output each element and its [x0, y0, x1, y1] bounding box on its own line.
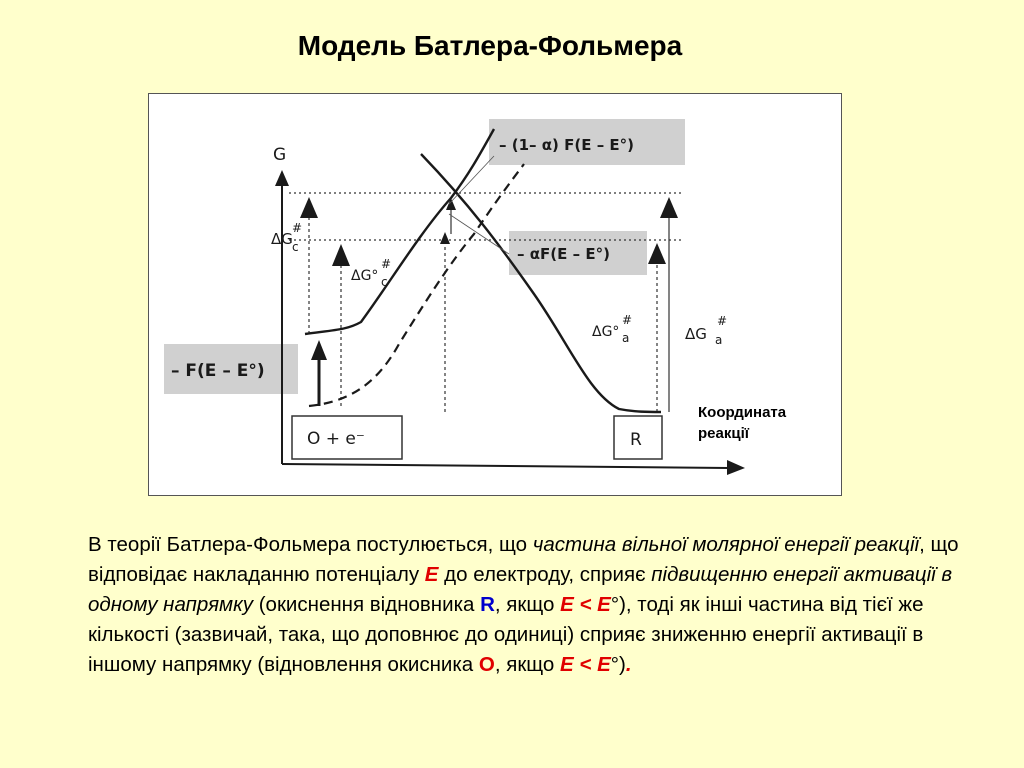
oxidant-O: O [478, 653, 495, 676]
label-dGc0-sup: # [381, 257, 391, 271]
box-R-label: R [630, 430, 642, 450]
text-italic: частина вільної молярної енергії реакції [532, 533, 920, 556]
potential-E: E [560, 593, 574, 616]
label-dGa-sub: a [715, 333, 722, 347]
degree-sign: ° [610, 653, 619, 676]
x-axis-arrow-icon [727, 460, 745, 475]
degree-sign: ° [610, 593, 620, 616]
final-period: . [625, 653, 632, 676]
text-segment: (окиснення відновника [253, 593, 481, 616]
explanation-paragraph: В теорії Батлера-Фольмера постулюється, … [88, 530, 968, 680]
label-dGa: ΔG [685, 325, 707, 343]
text-segment: , що відповідає накладанню потенціалу [88, 533, 959, 586]
box-R [613, 415, 663, 460]
pointer-2 [448, 213, 510, 255]
curve-O-solid [304, 128, 496, 336]
label-minus-F: – F(E – E°) [171, 361, 265, 381]
energy-diagram: G – (1– α) F(E – E°) – αF(E – E°) – F(E … [148, 93, 842, 496]
arrow-shift-head-icon [311, 340, 327, 360]
arrow-dGa-head-icon [660, 197, 678, 218]
label-dGc0: ΔG° [351, 268, 378, 284]
x-axis-label-line1: Координата [698, 404, 787, 421]
box-O-e-label: O + e⁻ [307, 429, 365, 449]
label-box-alpha [509, 231, 647, 275]
label-dGc0-sub: c [381, 275, 388, 289]
label-dGc: ΔG [271, 230, 293, 248]
arrow-dGc0-head-icon [332, 244, 350, 266]
x-axis [281, 463, 730, 469]
label-dGa0-sub: a [622, 331, 629, 345]
label-box-1-alpha [489, 119, 685, 165]
potential-E0: E [597, 593, 611, 616]
text-segment: ) [618, 653, 626, 676]
text-segment: , якщо [494, 593, 561, 616]
label-minus-1-alpha: – (1– α) F(E – E°) [499, 136, 634, 154]
label-box-F [164, 344, 298, 394]
axis-y-label: G [273, 145, 286, 165]
y-axis-arrow-icon [275, 170, 289, 186]
slide-title: Модель Батлера-Фольмера [297, 30, 683, 61]
curve-R-solid [420, 153, 662, 414]
pointer-1 [448, 155, 495, 205]
text-segment: , якщо [494, 653, 561, 676]
text-segment: В теорії Батлера-Фольмера постулюється, … [88, 533, 533, 556]
label-dGa-sup: # [717, 314, 727, 328]
text-segment: до електроду, сприяє [438, 563, 652, 586]
diagram-svg: G – (1– α) F(E – E°) – αF(E – E°) – F(E … [164, 119, 745, 475]
arrow-mid-head-icon [440, 232, 450, 244]
potential-E: E [560, 653, 574, 676]
label-dGa0: ΔG° [592, 324, 619, 340]
x-axis-label: Координата реакції [698, 402, 786, 444]
arrow-dGa0-head-icon [648, 243, 666, 264]
label-dGc-sub: c [292, 240, 299, 254]
x-axis-label-line2: реакції [698, 425, 749, 442]
less-than: < [573, 593, 598, 616]
potential-E0: E [597, 653, 611, 676]
label-dGa0-sup: # [622, 313, 632, 327]
arrow-dGc-top-head-icon [300, 197, 318, 218]
arrow-top-mid-head-icon [446, 198, 456, 210]
text-segment: ), тоді як інші частина від тієї же кіль… [88, 593, 924, 676]
text-italic: підвищенню енергії активації в одному на… [88, 563, 953, 616]
potential-E: E [424, 563, 439, 586]
label-dGc-sup: # [292, 221, 302, 235]
label-minus-alpha: – αF(E – E°) [517, 245, 610, 263]
reductant-R: R [480, 593, 495, 616]
curve-O-dashed [308, 163, 525, 408]
box-O-e [291, 415, 403, 460]
less-than: < [573, 653, 598, 676]
